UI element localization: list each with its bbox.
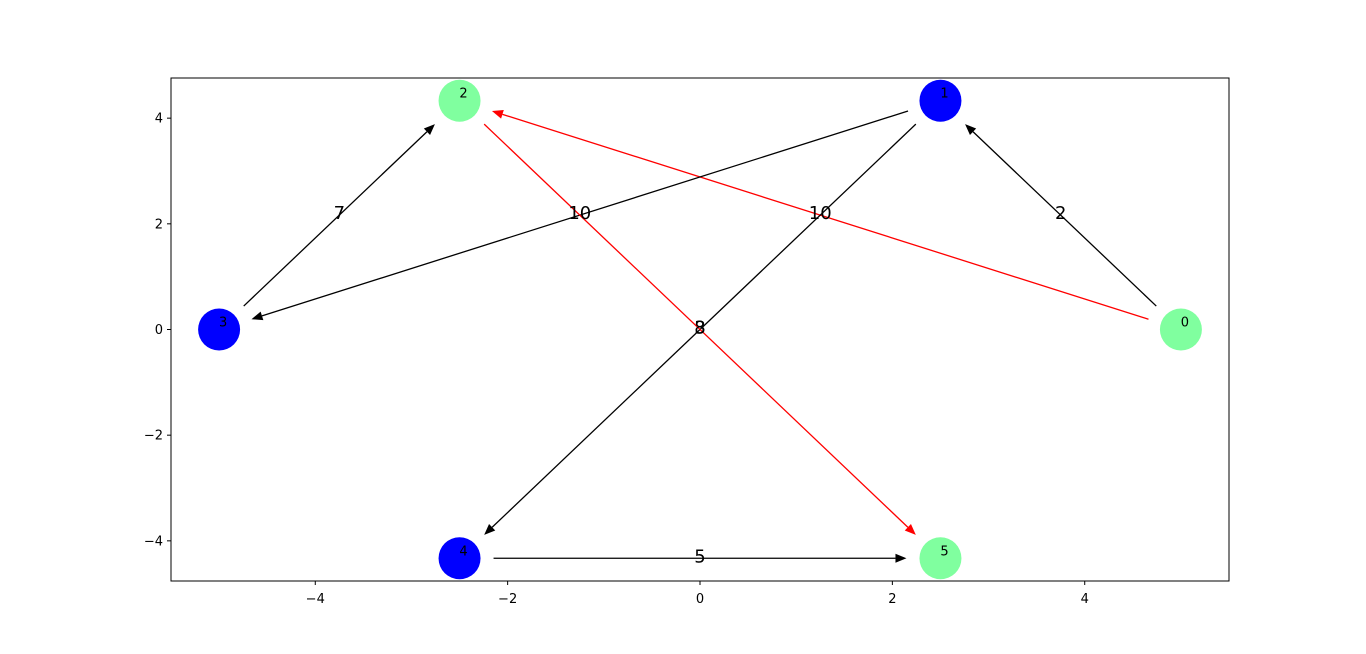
edge-weight-label: 5 xyxy=(694,546,705,567)
edge-line xyxy=(502,113,1149,320)
node-label: 3 xyxy=(219,316,227,331)
x-tick-label: 4 xyxy=(1081,592,1089,607)
node-circle xyxy=(919,537,962,580)
edge-weight-label: 10 xyxy=(568,203,591,224)
edge-labels: 2 10 10 8 7 3 5 xyxy=(334,203,1067,567)
edge-line xyxy=(491,123,917,528)
edge-arrowhead xyxy=(251,311,264,321)
edge-arrowhead xyxy=(423,124,435,135)
x-tick-label: −2 xyxy=(498,592,517,607)
nodes: 0 1 2 3 4 5 xyxy=(198,79,1202,580)
x-axis: −4 −2 0 2 4 xyxy=(306,581,1089,607)
edge-arrowhead xyxy=(491,110,504,119)
edge-2-5 xyxy=(483,123,916,535)
node-2: 2 xyxy=(438,79,481,122)
node-circle xyxy=(1159,308,1202,351)
node-label: 0 xyxy=(1181,316,1189,331)
edge-weight-label: 3 xyxy=(694,318,705,339)
edge-arrowhead xyxy=(895,553,907,563)
edge-weight-label: 8 xyxy=(694,318,705,339)
edge-weight-label: 7 xyxy=(334,203,345,224)
node-circle xyxy=(438,537,481,580)
node-label: 4 xyxy=(459,544,467,559)
edge-line xyxy=(483,123,909,528)
edge-0-1 xyxy=(965,124,1157,307)
y-tick-label: 4 xyxy=(155,112,163,127)
node-circle xyxy=(438,79,481,122)
y-axis: 4 2 0 −2 −4 xyxy=(144,112,171,549)
y-tick-label: −2 xyxy=(144,429,163,444)
edge-weight-label: 2 xyxy=(1055,203,1066,224)
x-tick-label: 2 xyxy=(888,592,896,607)
x-tick-label: 0 xyxy=(696,592,704,607)
edge-arrowhead xyxy=(965,124,977,135)
node-3: 3 xyxy=(198,308,241,351)
edge-line xyxy=(261,110,909,317)
edge-1-3 xyxy=(251,110,909,321)
x-tick-label: −4 xyxy=(306,592,325,607)
edge-arrowhead xyxy=(904,524,916,535)
edge-weight-label: 10 xyxy=(809,203,832,224)
edge-1-4 xyxy=(484,123,917,535)
node-circle xyxy=(198,308,241,351)
node-label: 1 xyxy=(940,87,948,102)
node-label: 2 xyxy=(459,87,467,102)
node-label: 5 xyxy=(940,544,948,559)
edge-arrowhead xyxy=(484,524,496,535)
y-tick-label: 2 xyxy=(155,217,163,232)
node-0: 0 xyxy=(1159,308,1202,351)
edges xyxy=(243,110,1157,563)
node-4: 4 xyxy=(438,537,481,580)
node-1: 1 xyxy=(919,79,962,122)
node-circle xyxy=(919,79,962,122)
edge-3-2 xyxy=(243,124,435,307)
edge-line xyxy=(243,131,428,307)
y-tick-label: 0 xyxy=(155,323,163,338)
edge-0-2 xyxy=(491,110,1149,320)
edge-line xyxy=(972,131,1157,307)
edge-4-5 xyxy=(493,553,907,563)
y-tick-label: −4 xyxy=(144,534,163,549)
node-5: 5 xyxy=(919,537,962,580)
